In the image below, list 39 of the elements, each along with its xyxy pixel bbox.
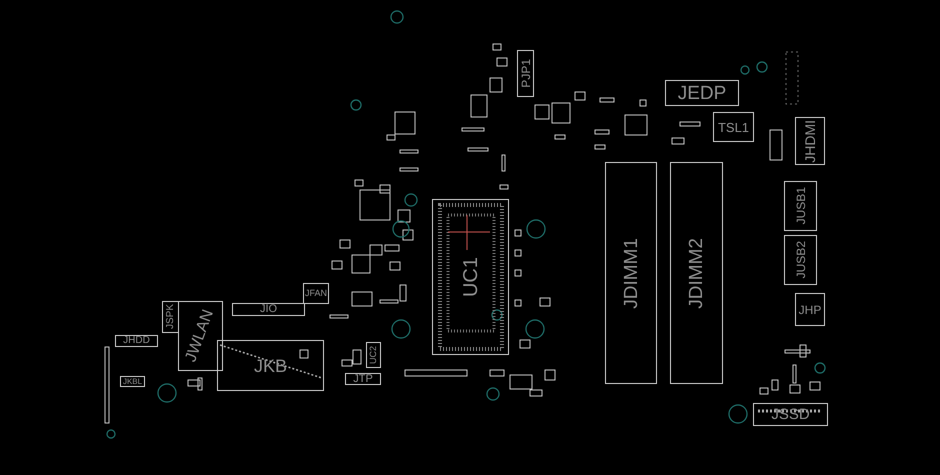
reference-designator: JHP — [798, 304, 822, 316]
reference-designator: JDIMM1 — [622, 238, 640, 308]
reference-designator: JEDP — [678, 84, 726, 102]
component-outline — [178, 301, 223, 371]
component-outline — [432, 199, 509, 355]
component-outline — [345, 373, 381, 385]
reference-designator: JUSB2 — [794, 241, 806, 279]
component-outline — [120, 376, 145, 387]
component-outline — [517, 50, 534, 97]
component-outline — [670, 162, 723, 384]
reference-designator: JHDMI — [803, 120, 817, 162]
component-outline — [753, 403, 828, 426]
component-outline — [303, 283, 329, 304]
component-outline — [713, 112, 754, 142]
component-outline — [795, 293, 825, 326]
reference-designator: PJP1 — [520, 59, 532, 88]
component-outline — [784, 181, 817, 231]
reference-designator: JFAN — [304, 289, 327, 298]
reference-designator: JDIMM2 — [687, 238, 706, 308]
reference-designator: JKBL — [122, 378, 142, 386]
reference-designator: JSSD — [771, 407, 810, 422]
reference-designator: JTP — [353, 374, 373, 384]
reference-designator: TSL1 — [718, 120, 750, 134]
component-outline — [217, 340, 324, 391]
component-outline — [665, 80, 739, 106]
component-outline — [605, 162, 657, 384]
component-outline — [795, 117, 825, 165]
component-outline — [232, 303, 305, 316]
reference-designator: JUSB1 — [794, 187, 806, 225]
reference-designator: JSPK — [166, 304, 176, 330]
reference-designator: UC2 — [369, 346, 378, 364]
reference-designator: JHDD — [123, 336, 150, 346]
reference-designator: JIO — [260, 304, 278, 315]
reference-designator: JKB — [254, 356, 287, 374]
component-outline — [115, 335, 158, 347]
reference-designator: UC1 — [460, 256, 480, 297]
component-outline — [162, 301, 179, 333]
component-outline — [366, 342, 381, 368]
component-outline — [784, 235, 817, 285]
